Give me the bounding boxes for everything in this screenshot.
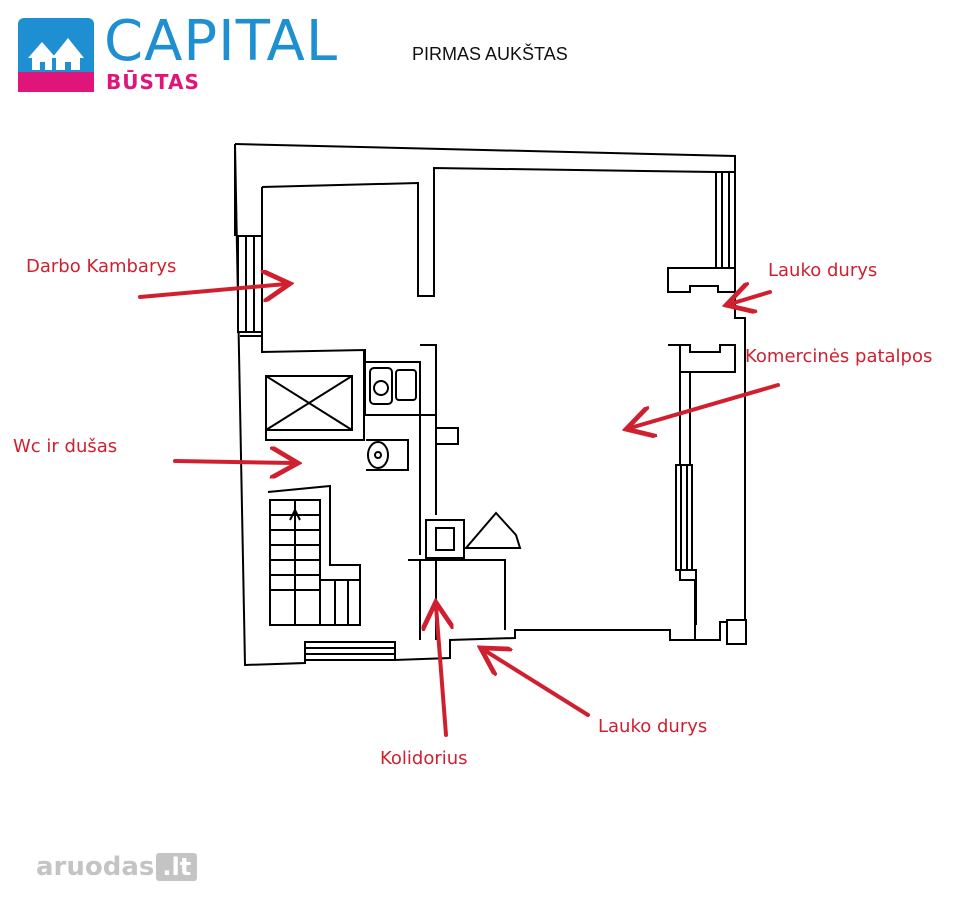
watermark-tag: .lt (156, 853, 198, 881)
label-lauko-durys-right: Lauko durys (768, 260, 878, 281)
arrow-lauko-durys-bottom (484, 650, 590, 717)
arrow-kolidorius (436, 606, 446, 737)
watermark-text: aruodas (36, 852, 155, 882)
brand-subtitle: BŪSTAS (106, 70, 200, 94)
label-kolidorius: Kolidorius (380, 748, 468, 769)
label-komercines-patalpos: Komercinės patalpos (745, 346, 933, 367)
floor-title: PIRMAS AUKŠTAS (412, 44, 568, 64)
capital-logo: CAPITAL BŪSTAS (18, 14, 338, 98)
aruodas-watermark: aruodas.lt (36, 852, 198, 882)
brand-name: CAPITAL (104, 9, 339, 74)
annotation-arrows (138, 284, 780, 737)
label-lauko-durys-bottom: Lauko durys (598, 716, 708, 737)
house-logo-icon (18, 18, 94, 92)
arrow-darbo-kambarys (138, 284, 286, 297)
walls (234, 143, 747, 667)
inner-wall (261, 166, 735, 297)
label-wc-ir-dusas: Wc ir dušas (13, 436, 118, 457)
arrow-komercines-patalpos (630, 383, 780, 428)
label-darbo-kambarys: Darbo Kambarys (26, 256, 177, 277)
outer-wall (234, 143, 746, 641)
arrow-wc-ir-dusas (173, 461, 294, 463)
arrow-lauko-durys-right (730, 292, 772, 304)
